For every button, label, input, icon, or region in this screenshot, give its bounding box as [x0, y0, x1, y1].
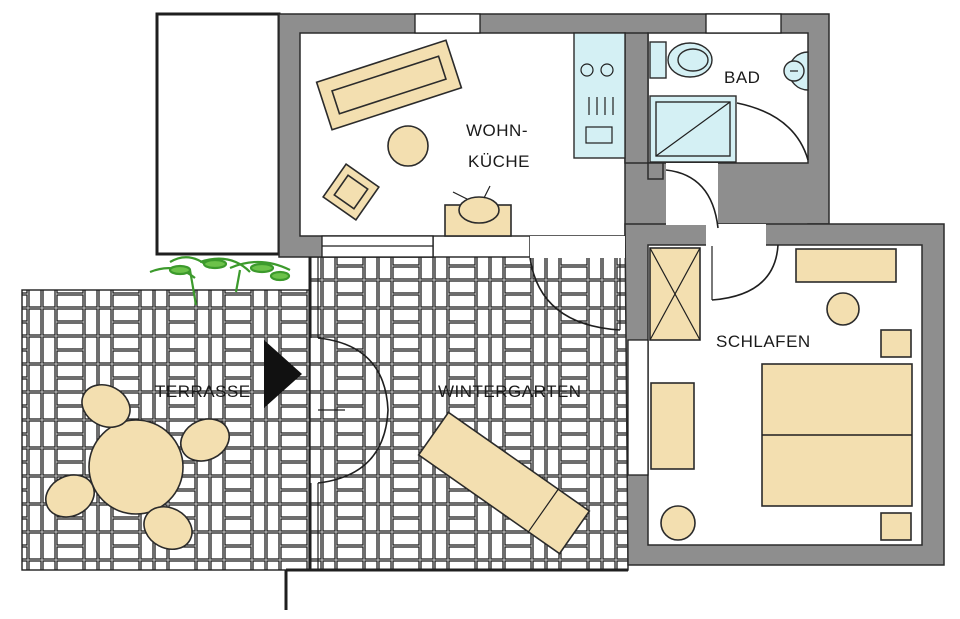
- nightstand-bottom: [880, 512, 912, 541]
- sofa: [315, 39, 463, 131]
- bedroom-window-west: [627, 339, 649, 476]
- lounger: [417, 411, 591, 555]
- window-bath-top: [705, 13, 782, 34]
- bedroom-door-swing: [711, 244, 779, 301]
- room-label-wohnkueche-1: WOHN-: [466, 121, 528, 140]
- entrance-arrow-icon: [264, 340, 302, 408]
- bedroom-stool-top: [826, 292, 860, 326]
- tv-icon: [452, 185, 500, 224]
- wintergarten-door-swing: [317, 337, 389, 484]
- bedroom-door-opening: [706, 224, 766, 246]
- bath-inner-door-swing: [736, 102, 809, 161]
- room-label-bad: BAD: [724, 68, 760, 87]
- room-label-wintergarten: WINTERGARTEN: [438, 382, 582, 401]
- main-walls: [278, 13, 830, 258]
- kitchen-door-opening: [530, 236, 625, 258]
- bedroom-stool-bottom: [660, 505, 696, 541]
- nightstand-top: [880, 329, 912, 358]
- armchair: [322, 163, 380, 221]
- sink-icon: [783, 51, 809, 91]
- room-label-schlafen: SCHLAFEN: [716, 332, 811, 351]
- shower-icon: [649, 95, 737, 163]
- bath-bottom-wall: [647, 162, 664, 180]
- room-label-wohnkueche-2: KÜCHE: [468, 152, 530, 171]
- bedroom-shelf: [795, 248, 897, 283]
- bath-door-swing: [665, 169, 719, 229]
- storage-block: [155, 12, 281, 256]
- terrace-chairs: [45, 383, 230, 551]
- stove-icon: [580, 63, 614, 77]
- kitchen-door-swing: [529, 257, 621, 331]
- plant-icon: [149, 256, 291, 306]
- bath-door-opening: [666, 163, 718, 225]
- kitchen-counter: [573, 32, 626, 159]
- kitchen-bath-wall: [624, 32, 649, 164]
- dresser: [650, 382, 695, 470]
- room-label-terrasse: TERRASSE: [155, 382, 251, 401]
- terrace-table: [88, 419, 184, 515]
- window-kitchen-top: [414, 13, 481, 34]
- coffee-table: [387, 125, 429, 167]
- toilet-icon: [649, 41, 713, 79]
- wardrobe: [649, 247, 701, 341]
